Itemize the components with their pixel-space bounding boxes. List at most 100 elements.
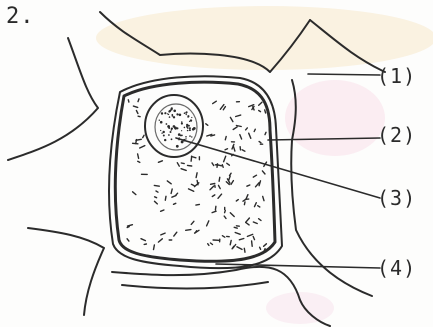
cytoplasm-granule <box>246 222 249 225</box>
cytoplasm-granule <box>246 195 248 199</box>
cytoplasm-granule <box>247 234 252 236</box>
cytoplasm-granule <box>154 185 159 186</box>
cytoplasm-granule <box>253 237 254 240</box>
cytoplasm-granule <box>225 149 227 150</box>
cytoplasm-granule <box>186 230 191 231</box>
cytoplasm-granule <box>242 150 245 151</box>
cytoplasm-granule <box>246 218 250 222</box>
cytoplasm-granule <box>211 243 213 245</box>
nucleus-granule <box>164 139 166 141</box>
cytoplasm-granule <box>154 245 155 250</box>
cytoplasm-granule <box>127 239 129 241</box>
nucleus-granule <box>181 135 183 137</box>
cytoplasm-granule <box>259 181 260 186</box>
cytoplasm-granule <box>155 201 158 204</box>
nucleus-granule <box>169 116 171 118</box>
cytoplasm-granule <box>138 116 140 117</box>
nucleus-granule <box>170 131 172 133</box>
cytoplasm-granule <box>225 137 226 140</box>
nucleus-granule <box>186 114 187 115</box>
cytoplasm-granule <box>155 197 157 198</box>
nucleus-granule <box>177 114 179 116</box>
nucleus-granule <box>191 117 192 118</box>
cytoplasm-granule <box>249 133 251 138</box>
cytoplasm-granule <box>161 210 164 211</box>
cytoplasm-granule <box>254 129 255 131</box>
cytoplasm-granule <box>219 185 221 188</box>
cytoplasm-granule <box>224 156 226 162</box>
cytoplasm-granule <box>244 248 245 252</box>
cytoplasm-granule <box>259 111 261 112</box>
cytoplasm-granule <box>206 124 208 126</box>
nucleus-granule <box>191 136 192 137</box>
cytoplasm-granule <box>140 146 145 148</box>
cytoplasm-granule <box>212 211 216 212</box>
cytoplasm-granule <box>264 244 267 247</box>
nucleus-granule <box>161 133 162 134</box>
cytoplasm-granule <box>161 233 165 235</box>
neighbour-cell-wall-bottom <box>112 267 330 326</box>
nucleus-granule <box>163 131 165 133</box>
cytoplasm-granule <box>230 173 232 175</box>
cytoplasm-granule <box>165 196 166 200</box>
cytoplasm-granule <box>219 177 220 181</box>
nucleus-granule <box>187 127 189 129</box>
nucleus-granule <box>168 125 170 127</box>
nucleus-granule <box>164 112 166 114</box>
cytoplasm-granule <box>174 232 177 236</box>
cytoplasm-granule <box>212 163 214 166</box>
cytoplasm-granule <box>260 247 261 249</box>
nucleus-granule <box>185 112 187 114</box>
nucleus-granule <box>172 114 174 116</box>
cytoplasm-granule <box>259 219 261 221</box>
cytoplasm-granule <box>263 196 264 200</box>
cytoplasm-granule <box>133 192 136 195</box>
nucleus-granule <box>166 123 168 125</box>
cytoplasm-granule <box>181 163 184 164</box>
cytoplasm-granule <box>196 204 200 205</box>
cytoplasm-granule <box>136 111 138 114</box>
cytoplasm-granule <box>208 244 209 246</box>
cytoplasm-granule <box>229 176 231 181</box>
cytoplasm-granule <box>156 191 158 192</box>
cytoplasm-granule <box>230 213 234 217</box>
cytoplasm-granule <box>158 239 162 242</box>
nucleus-granule <box>184 127 186 129</box>
cytoplasm-granule <box>265 132 266 134</box>
cytoplasm-granule <box>265 110 266 113</box>
nucleus-granule <box>183 139 186 142</box>
neighbour-cell-wall-right <box>291 80 372 296</box>
cytoplasm-granule <box>259 102 262 105</box>
cytoplasm-granule <box>258 206 260 207</box>
nucleus-granule <box>178 139 179 140</box>
cytoplasm-granule <box>167 181 171 184</box>
cytoplasm-granule <box>189 189 194 191</box>
cytoplasm-granule <box>133 106 137 107</box>
cytoplasm-granule <box>215 206 216 210</box>
nucleus-granule <box>185 138 186 139</box>
nucleus-granule <box>171 128 173 130</box>
cytoplasm-granule <box>210 186 214 190</box>
cytoplasm-granule <box>222 236 224 238</box>
cytoplasm-granule <box>133 143 138 144</box>
nucleus-granule <box>176 145 179 148</box>
callout-label-3: (3) <box>377 186 416 210</box>
cytoplasm-granule <box>234 227 237 228</box>
nucleus-granule <box>173 116 175 118</box>
cytoplasm-granule <box>174 203 176 204</box>
cytoplasm-granule <box>213 101 217 103</box>
cytoplasm-granule <box>196 173 197 178</box>
nucleus-granule <box>168 110 170 112</box>
nucleus-granule <box>189 129 191 131</box>
cytoplasm-granule <box>138 99 139 102</box>
nucleus-granule <box>189 127 191 129</box>
cytoplasm-granule <box>138 154 139 159</box>
leader-line-2 <box>268 138 380 140</box>
cytoplasm-granule <box>138 161 140 162</box>
cytoplasm-granule <box>223 107 225 110</box>
question-number: 2. <box>6 4 35 29</box>
cytoplasm-granule <box>197 180 198 184</box>
cytoplasm-granule <box>237 247 242 250</box>
